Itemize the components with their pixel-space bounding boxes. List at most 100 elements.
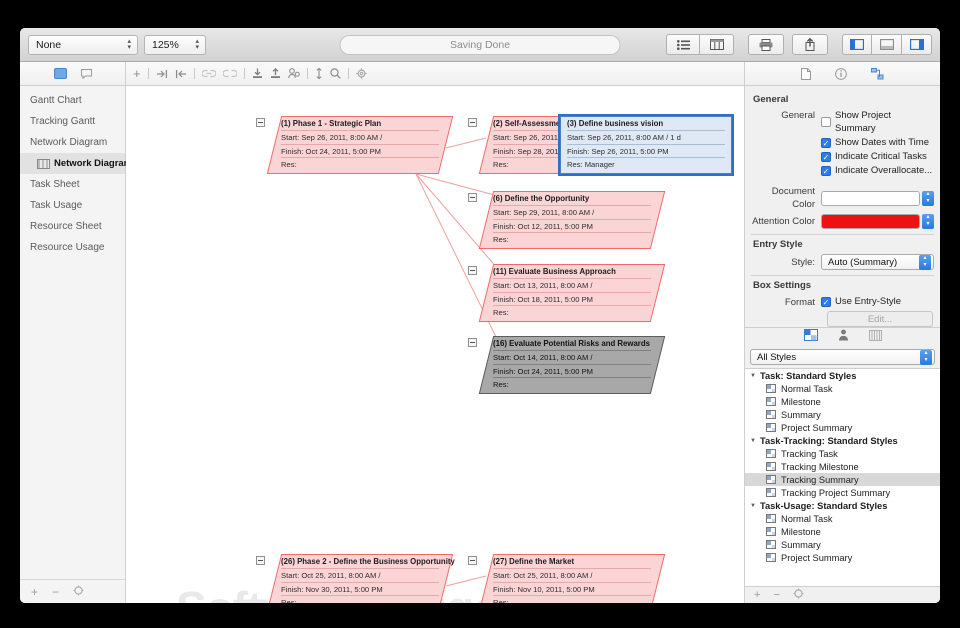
node-27[interactable]: (27) Define the Market Start: Oct 25, 20…	[468, 554, 666, 603]
chevron-updown-icon[interactable]: ▴▾	[920, 349, 932, 365]
node-2[interactable]: (2) Self-Assessment Start: Sep 26, 2011,…	[468, 116, 666, 174]
style-item-usage-normal-task[interactable]: Normal Task	[745, 512, 940, 525]
settings-gear-icon[interactable]	[355, 68, 367, 79]
indent-task-icon[interactable]	[156, 69, 168, 79]
task-box[interactable]: (11) Evaluate Business Approach Start: O…	[478, 264, 666, 322]
task-box[interactable]: (26) Phase 2 - Define the Business Oppor…	[266, 554, 455, 603]
attention-color-well[interactable]	[821, 214, 920, 229]
checkbox-box[interactable]: ✓	[821, 137, 831, 148]
sidebar-item-gantt-chart[interactable]: Gantt Chart	[20, 90, 125, 111]
task-box[interactable]: (27) Define the Market Start: Oct 25, 20…	[478, 554, 666, 603]
sidebar-item-task-sheet[interactable]: Task Sheet	[20, 174, 125, 195]
view-mode-segment[interactable]	[666, 34, 734, 55]
style-item-usage-milestone[interactable]: Milestone	[745, 525, 940, 538]
comment-icon[interactable]	[80, 68, 92, 79]
style-item-tracking-summary[interactable]: Tracking Summary	[745, 473, 940, 486]
sidebar-item-network-diagram[interactable]: Network Diagram	[20, 132, 125, 153]
network-icon[interactable]	[871, 67, 884, 80]
checkbox-box[interactable]	[821, 117, 831, 127]
node-3[interactable]: (3) Define business vision Start: Sep 26…	[558, 114, 734, 176]
node-26[interactable]: (26) Phase 2 - Define the Business Oppor…	[256, 554, 455, 603]
outdent-task-icon[interactable]	[175, 69, 187, 79]
style-item-summary[interactable]: Summary	[745, 408, 940, 421]
list-view-button[interactable]	[666, 34, 700, 55]
disclosure-triangle-icon[interactable]: ▼	[750, 372, 756, 379]
link-tasks-icon[interactable]	[201, 69, 216, 78]
sort-icon[interactable]	[315, 68, 323, 79]
add-view-button[interactable]: +	[31, 584, 39, 599]
collapse-toggle[interactable]	[468, 556, 477, 565]
checkbox-box[interactable]: ✓	[821, 165, 831, 176]
style-item-usage-summary[interactable]: Summary	[745, 538, 940, 551]
checkbox-box[interactable]: ✓	[821, 296, 831, 307]
share-button[interactable]	[792, 34, 828, 55]
task-box[interactable]: (1) Phase 1 - Strategic Plan Start: Sep …	[266, 116, 454, 174]
document-icon[interactable]	[801, 67, 811, 80]
search-icon[interactable]	[329, 68, 341, 79]
collapse-toggle[interactable]	[468, 193, 477, 202]
collapse-toggle[interactable]	[256, 556, 265, 565]
add-style-button[interactable]: +	[754, 589, 761, 601]
columns-icon[interactable]	[868, 328, 882, 346]
style-item-project-summary[interactable]: Project Summary	[745, 421, 940, 434]
styles-list[interactable]: ▼ Task: Standard Styles Normal Task Mile…	[745, 368, 940, 586]
style-popup-button[interactable]: None ▴▾	[28, 34, 138, 55]
node-16[interactable]: (16) Evaluate Potential Risks and Reward…	[468, 336, 666, 394]
print-button[interactable]	[748, 34, 784, 55]
checkbox-show-dates-with-time[interactable]: ✓ Show Dates with Time	[821, 136, 934, 149]
document-color-well[interactable]	[821, 190, 920, 206]
info-icon[interactable]	[835, 67, 847, 80]
view-settings-gear-icon[interactable]	[73, 585, 84, 599]
sidebar-item-network-diagram-selected[interactable]: Network Diagram	[20, 153, 132, 174]
checkbox-indicate-overallocations[interactable]: ✓ Indicate Overallocate...	[821, 164, 934, 177]
collapse-toggle[interactable]	[468, 118, 477, 127]
style-settings-gear-icon[interactable]	[793, 588, 804, 602]
collapse-toggle[interactable]	[468, 338, 477, 347]
styles-group-task-usage[interactable]: ▼ Task-Usage: Standard Styles	[745, 499, 940, 512]
edit-button[interactable]: Edit...	[827, 311, 933, 327]
sidebar-item-resource-sheet[interactable]: Resource Sheet	[20, 216, 125, 237]
style-item-normal-task[interactable]: Normal Task	[745, 382, 940, 395]
entry-style-select[interactable]: Auto (Summary) ▴▾	[821, 254, 934, 270]
task-box[interactable]: (16) Evaluate Potential Risks and Reward…	[478, 336, 666, 394]
disclosure-triangle-icon[interactable]: ▼	[750, 437, 756, 444]
sidebar-item-resource-usage[interactable]: Resource Usage	[20, 237, 125, 258]
task-box[interactable]: (6) Define the Opportunity Start: Sep 29…	[478, 191, 666, 249]
checkbox-indicate-critical-tasks[interactable]: ✓ Indicate Critical Tasks	[821, 150, 934, 163]
chevron-updown-icon[interactable]: ▴▾	[919, 254, 931, 270]
remove-style-button[interactable]: −	[773, 589, 780, 601]
remove-view-button[interactable]: −	[52, 584, 60, 599]
bottom-panel-toggle[interactable]	[872, 34, 902, 55]
resource-icon[interactable]	[838, 328, 849, 346]
node-1[interactable]: (1) Phase 1 - Strategic Plan Start: Sep …	[256, 116, 454, 174]
zoom-popup-button[interactable]: 125% ▴▾	[144, 34, 206, 55]
style-item-tracking-project-summary[interactable]: Tracking Project Summary	[745, 486, 940, 499]
sidebar-item-tracking-gantt[interactable]: Tracking Gantt	[20, 111, 125, 132]
styles-group-task-standard[interactable]: ▼ Task: Standard Styles	[745, 369, 940, 382]
disclosure-triangle-icon[interactable]: ▼	[750, 502, 756, 509]
sidebar-item-task-usage[interactable]: Task Usage	[20, 195, 125, 216]
checkbox-use-entry-style[interactable]: ✓ Use Entry-Style	[821, 295, 901, 308]
collapse-toggle[interactable]	[256, 118, 265, 127]
document-color-stepper[interactable]: ▴▾	[922, 190, 934, 206]
resources-icon[interactable]	[287, 68, 300, 79]
view-chip-icon[interactable]	[53, 68, 67, 79]
columns-view-button[interactable]	[700, 34, 734, 55]
styles-group-task-tracking[interactable]: ▼ Task-Tracking: Standard Styles	[745, 434, 940, 447]
node-6[interactable]: (6) Define the Opportunity Start: Sep 29…	[468, 191, 666, 249]
unlink-tasks-icon[interactable]	[222, 69, 237, 78]
style-item-usage-project-summary[interactable]: Project Summary	[745, 551, 940, 564]
box-style-icon[interactable]	[803, 328, 818, 346]
network-diagram-canvas[interactable]: SoftwareSuggest.com (1) Phase 1 - Strate…	[126, 86, 744, 603]
right-panel-toggle[interactable]	[902, 34, 932, 55]
add-task-icon[interactable]: +	[133, 66, 141, 81]
style-item-tracking-milestone[interactable]: Tracking Milestone	[745, 460, 940, 473]
style-item-milestone[interactable]: Milestone	[745, 395, 940, 408]
indent-outline-icon[interactable]	[252, 68, 263, 79]
checkbox-show-project-summary[interactable]: Show Project Summary	[821, 109, 934, 135]
panel-toggle-segment[interactable]	[842, 34, 932, 55]
checkbox-box[interactable]: ✓	[821, 151, 831, 162]
attention-color-stepper[interactable]: ▴▾	[922, 214, 934, 229]
task-box-selected[interactable]: (3) Define business vision Start: Sep 26…	[558, 114, 734, 176]
left-panel-toggle[interactable]	[842, 34, 872, 55]
